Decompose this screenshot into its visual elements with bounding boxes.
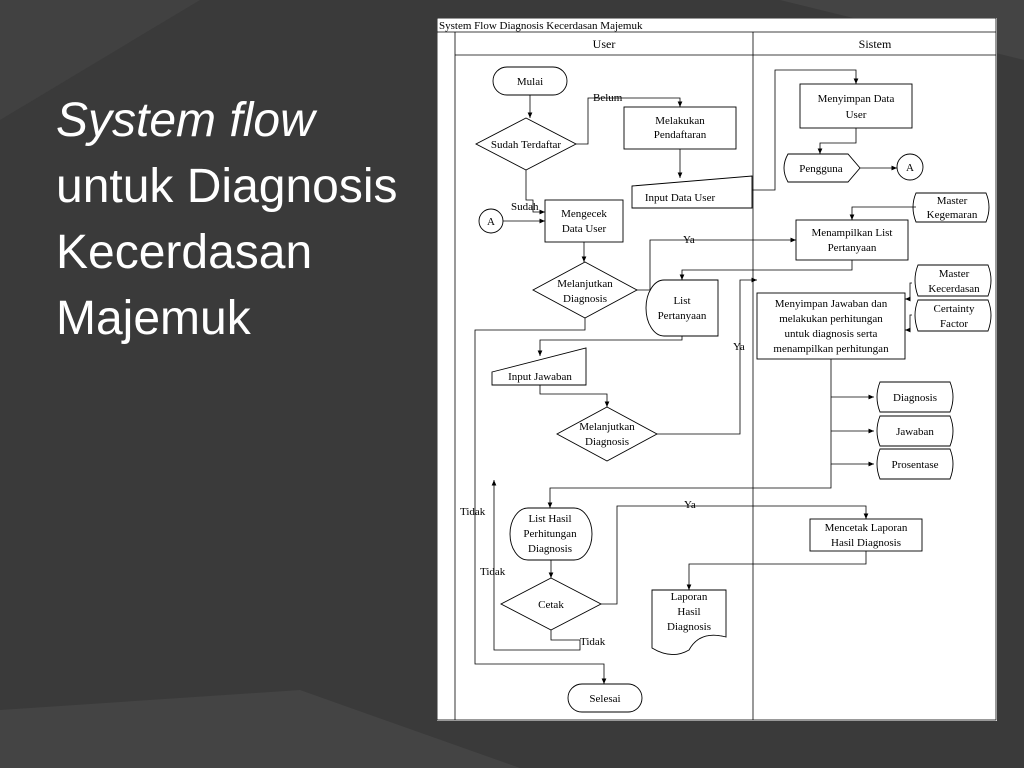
question-list-display: [645, 279, 719, 337]
show-questions-process: [795, 219, 909, 261]
diagnosis-store-label: Diagnosis: [893, 392, 937, 404]
edge-label-belum: Belum: [593, 92, 623, 104]
edge-label-ya-1: Ya: [683, 234, 695, 246]
result-list-label-2: Perhitungan: [523, 528, 577, 540]
input-user-manual: [631, 175, 753, 209]
certainty-label-2: Factor: [940, 318, 968, 330]
title-line-3: Kecerdasan: [56, 226, 313, 279]
answers-store: [876, 415, 954, 447]
edge-label-ya-3: Ya: [684, 499, 696, 511]
result-list-label-3: Diagnosis: [528, 543, 572, 555]
certainty-factor-store: [914, 299, 992, 332]
lane-user-label: User: [593, 37, 616, 51]
continue-decision-2: [556, 406, 658, 462]
input-answer-manual: [491, 347, 587, 386]
percentage-store-label: Prosentase: [891, 459, 938, 471]
save-answers-label-2: melakukan perhitungan: [779, 313, 883, 325]
lane-system-label: Sistem: [859, 37, 892, 51]
result-list-label-1: List Hasil: [528, 513, 571, 525]
start-label: Mulai: [517, 76, 543, 88]
title-line-1: System flow: [56, 94, 315, 147]
end-label: Selesai: [589, 693, 620, 705]
continue-1-label-1: Melanjutkan: [557, 278, 613, 290]
save-answers-label-4: menampilkan perhitungan: [773, 343, 889, 355]
diagram-frame: [436, 17, 997, 721]
print-report-label-2: Hasil Diagnosis: [831, 537, 901, 549]
check-user-process: [544, 199, 624, 243]
title-line-4: Majemuk: [56, 292, 251, 345]
diagram-title: System Flow Diagnosis Kecerdasan Majemuk: [439, 20, 643, 32]
save-answers-process: [756, 292, 906, 360]
check-user-label-1: Mengecek: [561, 208, 607, 220]
master-talent-label-2: Kegemaran: [927, 209, 978, 221]
title-line-2: untuk Diagnosis: [56, 160, 398, 213]
input-user-label: Input Data User: [645, 192, 716, 204]
report-label-2: Hasil: [677, 606, 700, 618]
edge-label-tidak-3: Tidak: [580, 636, 606, 648]
master-talent-store: [912, 192, 990, 223]
percentage-store: [876, 448, 954, 480]
edge-label-tidak-2: Tidak: [480, 566, 506, 578]
continue-2-label-1: Melanjutkan: [579, 421, 635, 433]
connector-a2-label: A: [906, 162, 914, 174]
continue-1-label-2: Diagnosis: [563, 293, 607, 305]
register-label-2: Pendaftaran: [654, 129, 707, 141]
save-answers-label-1: Menyimpan Jawaban dan: [775, 298, 888, 310]
save-user-label-2: User: [846, 109, 867, 121]
save-user-label-1: Menyimpan Data: [818, 93, 895, 105]
answers-store-label: Jawaban: [896, 426, 934, 438]
edge-label-sudah: Sudah: [511, 201, 539, 213]
save-answers-label-3: untuk diagnosis serta: [785, 328, 878, 340]
master-intelligence-store: [914, 264, 992, 297]
report-label-3: Diagnosis: [667, 621, 711, 633]
edge-label-ya-2: Ya: [733, 341, 745, 353]
show-questions-label-2: Pertanyaan: [828, 242, 877, 254]
connector-a-label: A: [487, 216, 495, 228]
master-intel-label-1: Master: [939, 268, 970, 280]
flow-svg: System Flow Diagnosis Kecerdasan Majemuk…: [436, 17, 997, 721]
register-process: [623, 106, 737, 150]
print-report-label-1: Mencetak Laporan: [825, 522, 908, 534]
report-label-1: Laporan: [671, 591, 708, 603]
report-document: [651, 589, 727, 655]
diagnosis-store: [876, 381, 954, 413]
user-store-label: Pengguna: [799, 163, 843, 175]
master-talent-label-1: Master: [937, 195, 968, 207]
result-list-display: [509, 507, 593, 561]
edge-label-tidak-1: Tidak: [460, 506, 486, 518]
end-terminator: [567, 683, 643, 713]
continue-2-label-2: Diagnosis: [585, 436, 629, 448]
input-answer-label: Input Jawaban: [508, 371, 572, 383]
register-label-1: Melakukan: [655, 115, 705, 127]
continue-decision-1: [532, 261, 638, 319]
question-list-label-1: List: [673, 295, 690, 307]
master-intel-label-2: Kecerdasan: [928, 283, 980, 295]
slide-title: System flow untuk Diagnosis Kecerdasan M…: [56, 88, 446, 352]
user-datastore: [783, 153, 861, 183]
show-questions-label-1: Menampilkan List: [812, 227, 893, 239]
certainty-label-1: Certainty: [934, 303, 975, 315]
connector-a-system: [896, 153, 924, 181]
save-user-process: [799, 83, 913, 129]
print-report-process: [809, 518, 923, 552]
print-label: Cetak: [538, 599, 564, 611]
question-list-label-2: Pertanyaan: [658, 310, 707, 322]
check-user-label-2: Data User: [562, 223, 607, 235]
system-flow-diagram: System Flow Diagnosis Kecerdasan Majemuk…: [436, 17, 997, 721]
flow-arrows: [474, 69, 916, 684]
registered-label: Sudah Terdaftar: [491, 139, 562, 151]
